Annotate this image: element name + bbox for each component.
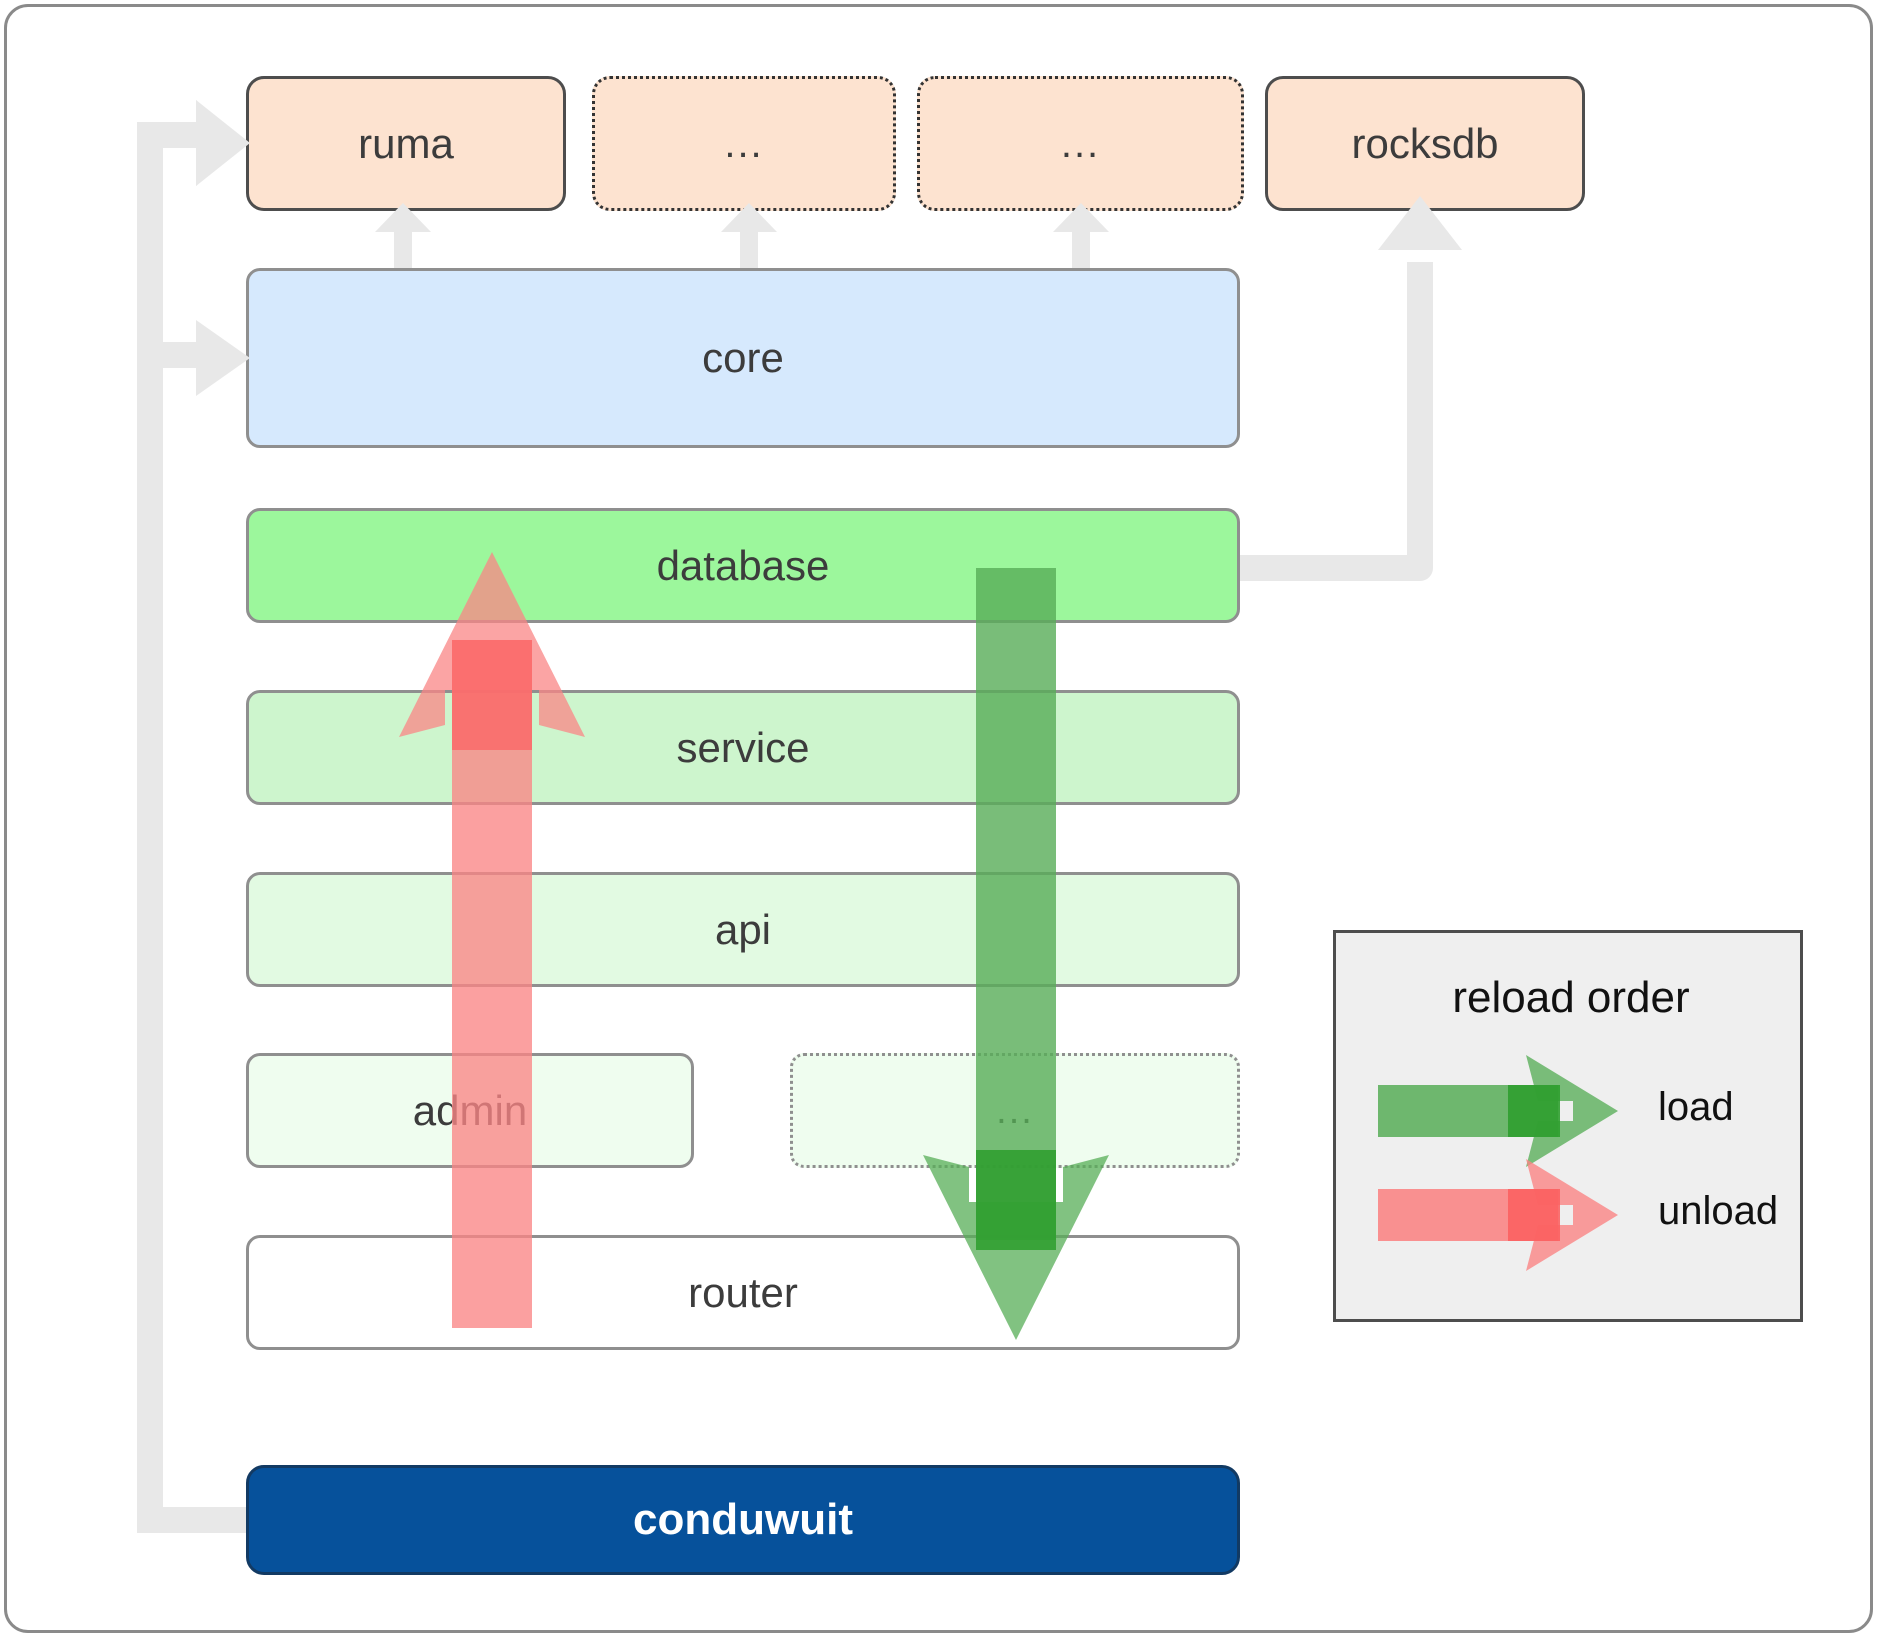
legend-title: reload order bbox=[1452, 973, 1690, 1022]
layer-box-database[interactable]: database bbox=[246, 508, 1240, 623]
legend-arrow-swatches bbox=[1378, 1055, 1618, 1271]
layer-label: router bbox=[688, 1268, 798, 1316]
layer-box-core[interactable]: core bbox=[246, 268, 1240, 448]
layer-label: ... bbox=[996, 1089, 1034, 1132]
dependency-label: ... bbox=[1060, 121, 1101, 166]
layer-label: service bbox=[676, 723, 810, 771]
layer-box-router[interactable]: router bbox=[246, 1235, 1240, 1350]
dependency-box-ruma[interactable]: ruma bbox=[246, 76, 566, 211]
binary-label: conduwuit bbox=[633, 1495, 853, 1544]
layer-box-admin[interactable]: admin bbox=[246, 1053, 694, 1168]
legend-unload-arrow-icon bbox=[1378, 1159, 1618, 1271]
legend-item-label-load: load bbox=[1658, 1085, 1734, 1129]
layer-box-admin-more[interactable]: ... bbox=[790, 1053, 1240, 1168]
layer-label: database bbox=[656, 541, 830, 589]
binary-box-conduwuit[interactable]: conduwuit bbox=[246, 1465, 1240, 1575]
legend-item-label-unload: unload bbox=[1658, 1189, 1779, 1233]
dependency-label: ruma bbox=[358, 119, 454, 167]
layer-label: api bbox=[714, 905, 772, 953]
dependency-box-more-2[interactable]: ... bbox=[917, 76, 1244, 211]
diagram-frame bbox=[4, 4, 1873, 1633]
layer-box-api[interactable]: api bbox=[246, 872, 1240, 987]
layer-box-service[interactable]: service bbox=[246, 690, 1240, 805]
dependency-label: rocksdb bbox=[1351, 119, 1499, 167]
layer-label: admin bbox=[412, 1086, 528, 1134]
dependency-box-rocksdb[interactable]: rocksdb bbox=[1265, 76, 1585, 211]
legend-panel: reload order load unload bbox=[1333, 930, 1803, 1322]
legend-load-arrow-icon bbox=[1378, 1055, 1618, 1167]
layer-label: core bbox=[702, 334, 784, 381]
dependency-label: ... bbox=[724, 121, 764, 166]
dependency-box-more-1[interactable]: ... bbox=[592, 76, 896, 211]
